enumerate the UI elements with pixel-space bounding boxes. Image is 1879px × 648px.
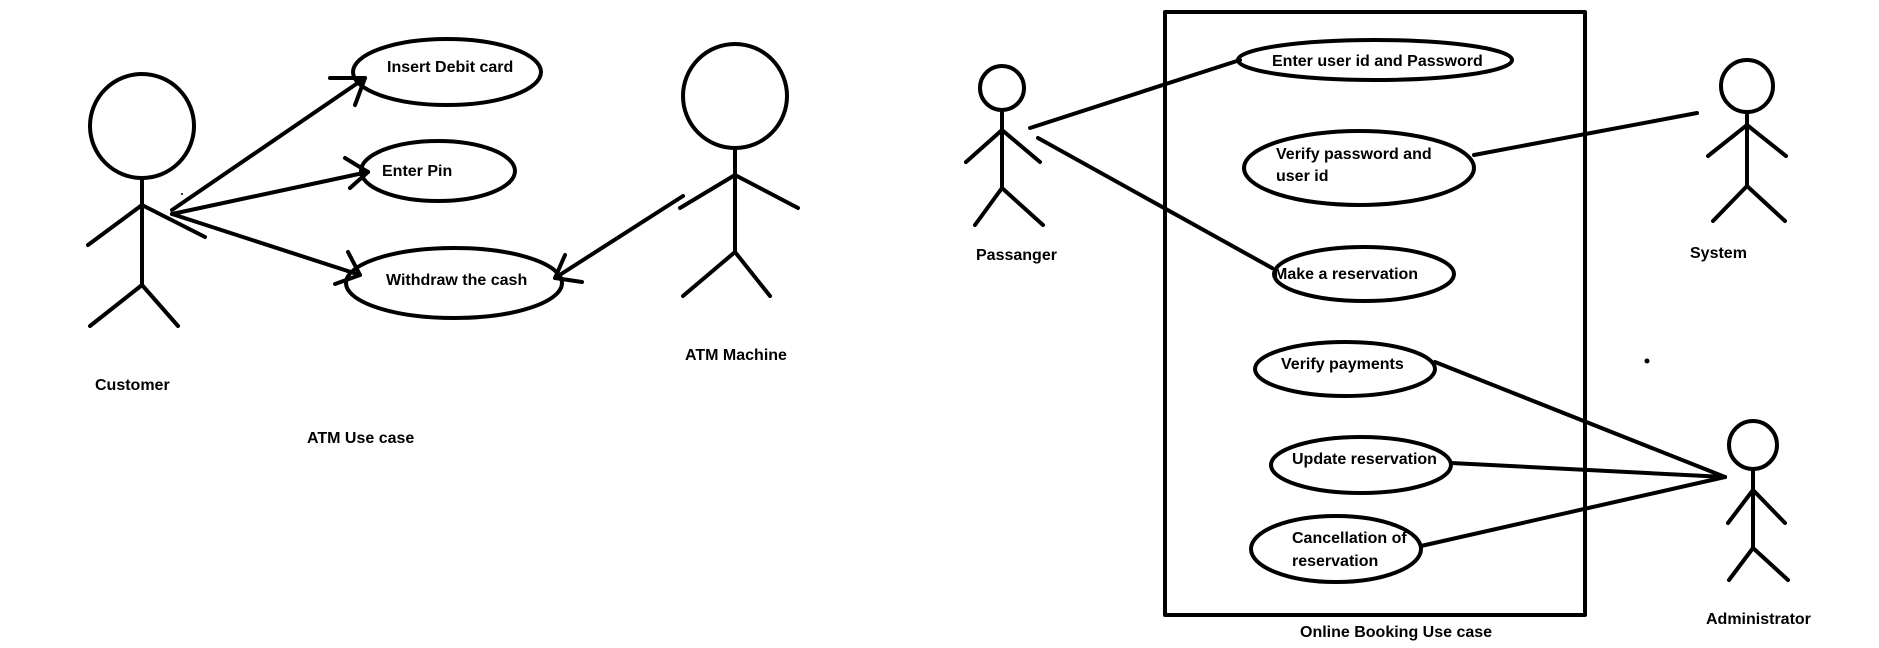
use-case-cancellation-label-line1: Cancellation of [1292,530,1407,547]
use-case-withdraw-cash-label: Withdraw the cash [386,272,527,289]
use-case-insert-debit-card: Insert Debit card [351,37,543,107]
use-case-enter-credentials: Enter user id and Password [1236,38,1514,82]
use-case-verify-password-label-line1: Verify password and [1276,146,1432,163]
use-case-verify-password-label-line2: user id [1276,168,1328,185]
system-actor [1706,58,1788,223]
use-case-update-reservation: Update reservation [1269,435,1453,495]
use-case-make-reservation-label: Make a reservation [1274,266,1418,283]
administrator-actor-label: Administrator [1706,611,1811,628]
use-case-enter-pin-label: Enter Pin [382,163,452,180]
booking-associations [1028,58,1727,548]
atm-use-case-diagram: Customer ATM Machine Insert Debit card E… [86,37,800,447]
atm-machine-actor-label: ATM Machine [685,347,787,364]
use-case-make-reservation: Make a reservation [1272,245,1456,303]
use-case-verify-payments-label: Verify payments [1281,356,1404,373]
use-case-verify-payments: Verify payments [1253,340,1437,398]
atm-machine-actor [678,42,800,298]
use-case-withdraw-cash: Withdraw the cash [344,246,564,320]
passenger-actor-label: Passanger [976,247,1057,264]
booking-diagram-caption: Online Booking Use case [1300,624,1492,641]
use-case-verify-password: Verify password and user id [1242,129,1476,207]
atm-diagram-caption: ATM Use case [307,430,414,447]
customer-actor-label: Customer [95,377,170,394]
use-case-enter-pin: Enter Pin [359,139,517,203]
use-case-insert-debit-card-label: Insert Debit card [387,59,513,76]
stray-dot [181,193,183,195]
atm-associations [170,76,685,286]
customer-actor [86,72,207,328]
use-case-update-reservation-label: Update reservation [1292,451,1437,468]
online-booking-use-case-diagram: Passanger System Administrator Enter use… [181,10,1811,641]
administrator-actor [1726,419,1790,582]
system-actor-label: System [1690,245,1747,262]
use-case-cancellation-label-line2: reservation [1292,553,1378,570]
stray-dot [1644,358,1650,364]
passenger-actor [964,64,1045,227]
use-case-enter-credentials-label: Enter user id and Password [1272,53,1483,70]
system-boundary [1163,10,1587,617]
use-case-cancellation: Cancellation of reservation [1249,514,1423,584]
